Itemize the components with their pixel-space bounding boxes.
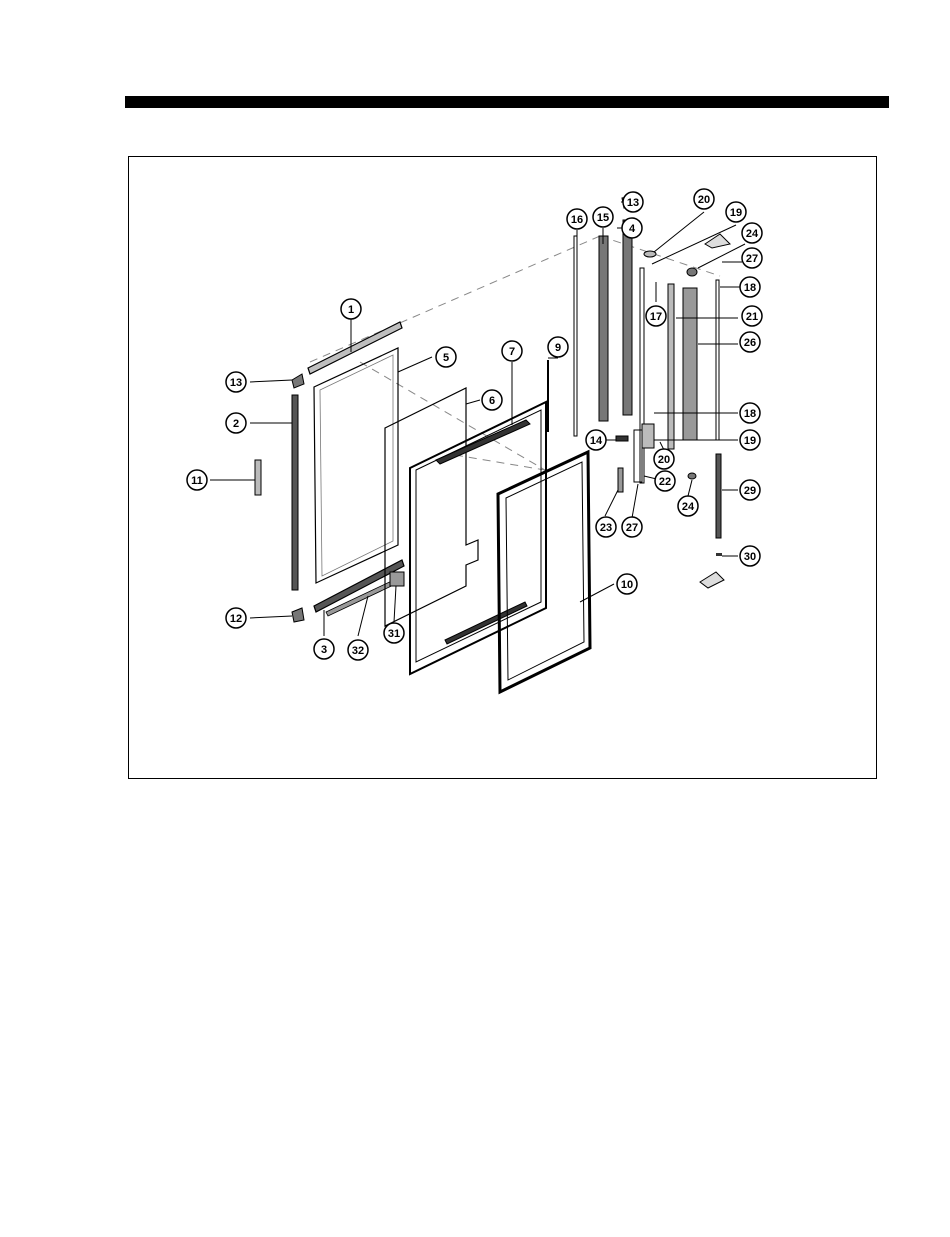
part-14-clip — [616, 436, 628, 441]
callout-label: 27 — [746, 253, 758, 265]
callout-label: 26 — [744, 337, 756, 349]
part-stopper — [390, 572, 404, 586]
part-inner-glass — [385, 388, 478, 626]
callout-5: 5 — [436, 347, 456, 367]
callout-24: 24 — [742, 223, 762, 243]
callout-15: 15 — [593, 207, 613, 227]
callout-22: 22 — [655, 471, 675, 491]
callout-31: 31 — [384, 623, 404, 643]
part-24-plug-lower — [688, 473, 696, 479]
callout-label: 16 — [571, 214, 583, 226]
callout-6: 6 — [482, 390, 502, 410]
callout-label: 19 — [730, 207, 742, 219]
part-4-channel — [623, 220, 632, 415]
callout-21: 21 — [742, 306, 762, 326]
callout-13: 13 — [623, 192, 643, 212]
callout-30: 30 — [740, 546, 760, 566]
callout-label: 13 — [627, 197, 639, 209]
callout-32: 32 — [348, 640, 368, 660]
callout-26: 26 — [740, 332, 760, 352]
part-15-channel — [599, 236, 608, 421]
callout-29: 29 — [740, 480, 760, 500]
callout-label: 11 — [191, 475, 203, 487]
callout-12: 12 — [226, 608, 246, 628]
part-sliding-panel — [498, 452, 590, 692]
part-top-rail — [308, 322, 402, 374]
callout-16: 16 — [567, 209, 587, 229]
callout-label: 7 — [509, 346, 515, 358]
part-18-rod — [716, 280, 719, 440]
part-top-hinge — [292, 374, 304, 388]
callout-label: 2 — [233, 418, 239, 430]
part-handle — [255, 460, 261, 495]
callout-7: 7 — [502, 341, 522, 361]
callout-18: 18 — [740, 403, 760, 423]
callout-label: 18 — [744, 408, 756, 420]
callout-14: 14 — [586, 430, 606, 450]
callout-24: 24 — [678, 496, 698, 516]
part-hinge-block — [642, 424, 654, 448]
callout-label: 5 — [443, 352, 449, 364]
part-30-pin — [716, 553, 722, 556]
callout-label: 18 — [744, 282, 756, 294]
part-left-jamb — [292, 395, 298, 590]
callout-label: 24 — [746, 228, 759, 240]
part-top-bracket — [705, 234, 730, 248]
callout-3: 3 — [314, 639, 334, 659]
callout-11: 11 — [187, 470, 207, 490]
part-bottom-hinge — [292, 608, 304, 622]
callout-label: 29 — [744, 485, 756, 497]
callout-4: 4 — [622, 218, 642, 238]
callout-9: 9 — [548, 337, 568, 357]
callout-label: 27 — [626, 522, 638, 534]
callout-18: 18 — [740, 277, 760, 297]
callout-10: 10 — [617, 574, 637, 594]
callout-label: 14 — [590, 435, 603, 447]
part-21-bar — [668, 284, 674, 449]
callout-19: 19 — [740, 430, 760, 450]
callout-label: 21 — [746, 311, 758, 323]
callout-label: 3 — [321, 644, 327, 656]
callout-label: 20 — [658, 454, 670, 466]
callout-label: 20 — [698, 194, 710, 206]
callout-label: 30 — [744, 551, 756, 563]
part-24-plug — [687, 268, 697, 276]
callout-label: 9 — [555, 342, 561, 354]
callout-17: 17 — [646, 306, 666, 326]
part-23-pin — [618, 468, 623, 492]
callout-label: 19 — [744, 435, 756, 447]
part-bottom-bracket — [700, 572, 724, 588]
callout-label: 1 — [348, 304, 354, 316]
part-26-column — [683, 288, 697, 440]
callout-1: 1 — [341, 299, 361, 319]
callout-label: 6 — [489, 395, 495, 407]
callout-label: 15 — [597, 212, 609, 224]
callout-label: 10 — [621, 579, 633, 591]
callout-2: 2 — [226, 413, 246, 433]
callout-27: 27 — [742, 248, 762, 268]
callout-label: 17 — [650, 311, 662, 323]
callout-label: 13 — [230, 377, 242, 389]
callout-label: 32 — [352, 645, 364, 657]
callout-label: 22 — [659, 476, 671, 488]
callout-label: 24 — [682, 501, 695, 513]
leader-lines — [210, 202, 745, 636]
callout-20: 20 — [694, 189, 714, 209]
callout-23: 23 — [596, 517, 616, 537]
part-29-rod — [716, 454, 721, 538]
part-16-strip — [574, 236, 577, 436]
callout-label: 12 — [230, 613, 242, 625]
callout-label: 31 — [388, 628, 400, 640]
part-27-plate — [634, 430, 642, 482]
callout-27: 27 — [622, 517, 642, 537]
callout-19: 19 — [726, 202, 746, 222]
callout-label: 23 — [600, 522, 612, 534]
callout-label: 4 — [629, 223, 636, 235]
part-door-top-strip — [436, 420, 530, 464]
callout-20: 20 — [654, 449, 674, 469]
part-glass-panel-inner — [320, 355, 393, 576]
callout-13: 13 — [226, 372, 246, 392]
